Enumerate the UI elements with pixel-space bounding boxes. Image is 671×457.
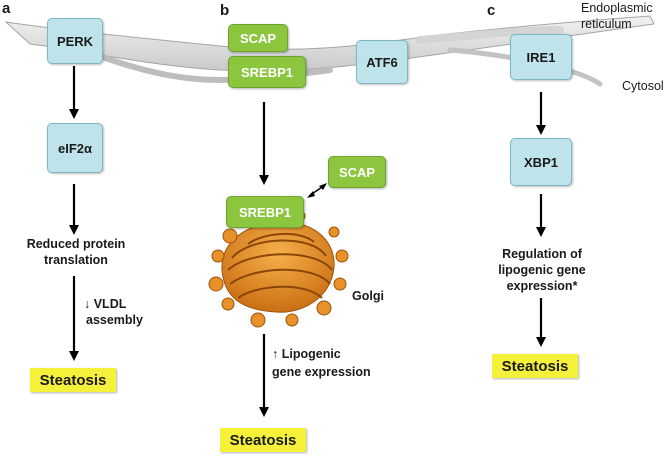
ire1-node: IRE1 [510,34,572,80]
srebp1-golgi-node: SREBP1 [226,196,304,228]
cytosol-label: Cytosol [622,79,664,93]
panel-letter-b: b [220,2,230,19]
cleavage-double-arrow [307,183,327,198]
srebp1-top-node: SREBP1 [228,56,306,88]
reduced-protein-translation-text: Reduced protein translation [26,237,126,267]
panel-letter-a: a [2,0,11,17]
perk-node: PERK [47,18,103,64]
scap-top-node: SCAP [228,24,288,52]
scap-side-node: SCAP [328,156,386,188]
panel-letter-c: c [487,2,496,19]
lipogenic-text-1: ↑ Lipogenic [272,347,341,361]
steatosis-c: Steatosis [492,354,578,378]
steatosis-b: Steatosis [220,428,306,452]
er-label: Endoplasmic reticulum [581,1,653,31]
golgi-label: Golgi [352,289,384,303]
eif2a-node: eIF2α [47,123,103,173]
vldl-assembly-text: assembly [86,313,143,327]
atf6-node: ATF6 [356,40,408,84]
steatosis-a: Steatosis [30,368,116,392]
regulation-text: Regulation of lipogenic gene expression* [498,247,586,293]
vldl-arrow-text: ↓ VLDL [84,297,127,311]
golgi-apparatus [208,210,349,328]
xbp1-node: XBP1 [510,138,572,186]
lipogenic-text-2: gene expression [272,365,371,379]
